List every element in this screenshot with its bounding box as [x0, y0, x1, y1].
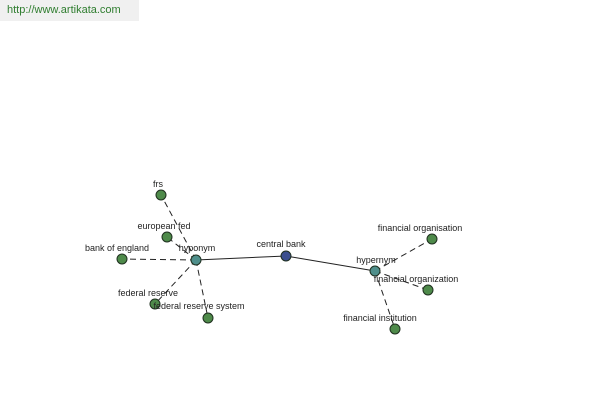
edge-hypernym-to-financial-organisation [374, 238, 433, 272]
node-federal-reserve[interactable] [149, 298, 161, 310]
edge-hyponym-to-european-fed [166, 236, 197, 261]
node-hypernym[interactable] [369, 265, 381, 277]
label-layer: central bank hyponym hypernym frs european f… [85, 179, 462, 323]
node-label-federal-reserve-system[interactable]: federal reserve system [153, 301, 244, 311]
edge-hyponym-to-central-bank [195, 255, 287, 261]
node-label-frs[interactable]: frs [153, 179, 163, 189]
edge-hypernym-to-financial-institution [374, 270, 396, 330]
node-label-bank-of-england[interactable]: bank of england [85, 243, 149, 253]
node-label-federal-reserve[interactable]: federal reserve [118, 288, 178, 298]
edge-hyponym-to-bank-of-england [121, 258, 197, 261]
node-label-financial-organization[interactable]: financial organization [374, 274, 459, 284]
node-layer [116, 189, 438, 335]
node-federal-reserve-system[interactable] [202, 312, 214, 324]
node-financial-organization[interactable] [422, 284, 434, 296]
node-financial-organisation[interactable] [426, 233, 438, 245]
node-label-hyponym[interactable]: hyponym [179, 243, 216, 253]
edge-hyponym-to-frs [160, 194, 197, 261]
node-financial-institution[interactable] [389, 323, 401, 335]
node-label-financial-institution[interactable]: financial institution [343, 313, 417, 323]
node-central-bank[interactable] [280, 250, 292, 262]
node-label-european-fed[interactable]: european fed [137, 221, 190, 231]
site-url-watermark[interactable]: http://www.artikata.com [0, 0, 139, 21]
node-label-hypernym[interactable]: hypernym [356, 255, 396, 265]
edge-layer [121, 194, 433, 330]
node-label-financial-organisation[interactable]: financial organisation [378, 223, 463, 233]
node-frs[interactable] [155, 189, 167, 201]
node-european-fed[interactable] [161, 231, 173, 243]
edge-hyponym-to-federal-reserve [154, 259, 197, 305]
node-bank-of-england[interactable] [116, 253, 128, 265]
node-hyponym[interactable] [190, 254, 202, 266]
node-label-central-bank[interactable]: central bank [256, 239, 306, 249]
edge-central-bank-to-hypernym [285, 255, 376, 272]
